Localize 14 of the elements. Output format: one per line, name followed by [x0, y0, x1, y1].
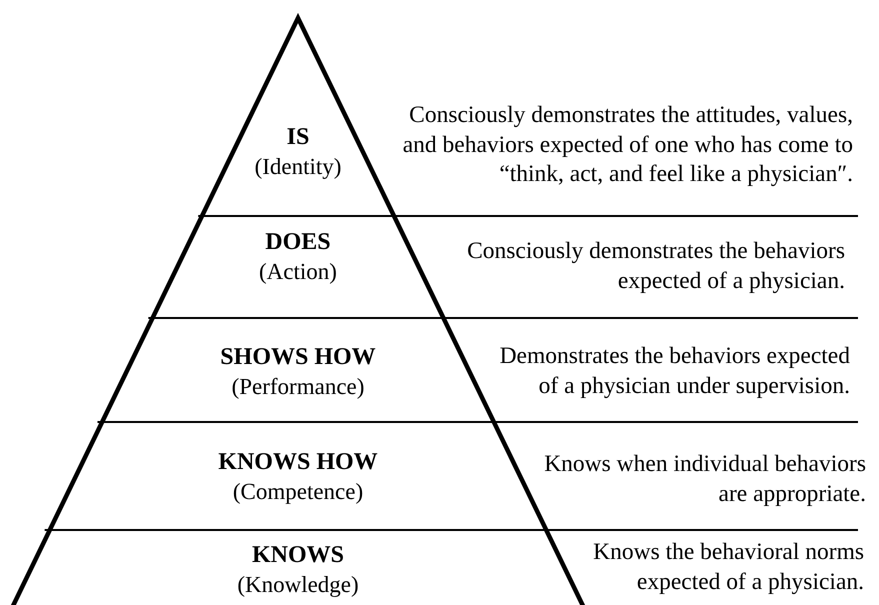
tier-title: SHOWS HOW: [219, 343, 377, 372]
tier-description: Knows the behavioral norms expected of a physician.: [592, 538, 864, 596]
tier-subtitle: (Action): [258, 258, 338, 286]
tier-title: KNOWS: [250, 541, 345, 570]
tier-description: Knows when individual behaviors are appropriate.: [543, 450, 866, 508]
tier-subtitle: (Identity): [254, 153, 342, 181]
tier-description: Demonstrates the behaviors expected of a physician under supervision.: [498, 342, 850, 400]
tier-description: Consciously demonstrates the attitudes, values, and behaviors expected of one who has come to “think, act, and feel like a physician″.: [402, 101, 853, 189]
tier-title: KNOWS HOW: [217, 448, 379, 477]
tier-subtitle: (Competence): [232, 478, 364, 506]
tier-subtitle: (Performance): [230, 373, 366, 401]
tier-title: DOES: [264, 228, 332, 257]
tier-description: Consciously demonstrates the behaviors expected of a physician.: [466, 237, 845, 296]
tier-subtitle: (Knowledge): [236, 571, 360, 599]
